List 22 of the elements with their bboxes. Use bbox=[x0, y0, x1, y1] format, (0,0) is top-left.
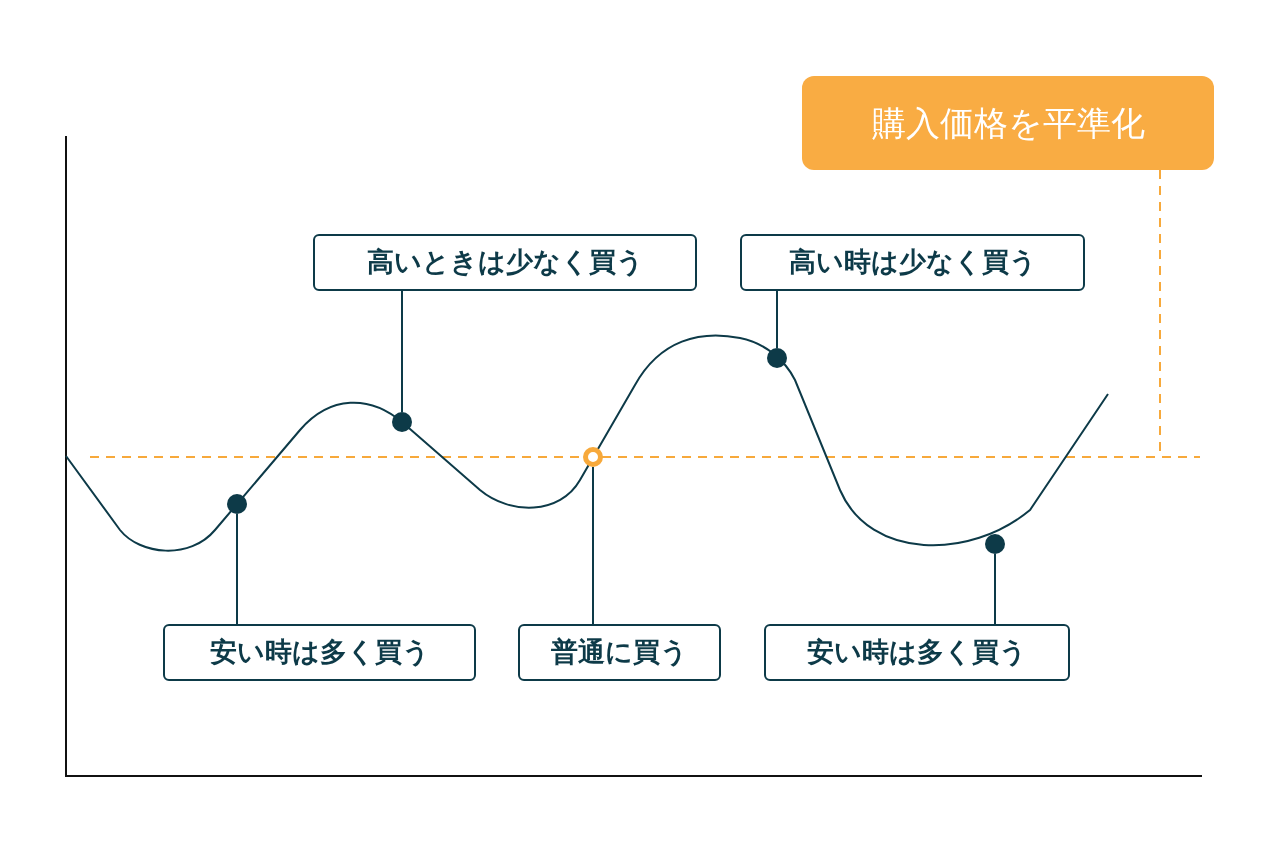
callout-text: 高いときは少なく買う bbox=[366, 245, 644, 280]
leader-line bbox=[776, 290, 778, 349]
point-marker bbox=[392, 412, 412, 432]
hollow-point-marker bbox=[583, 447, 603, 467]
callout-box bbox=[313, 234, 697, 291]
callout-box bbox=[740, 234, 1085, 291]
leader-line bbox=[236, 513, 238, 625]
leader-line bbox=[401, 290, 403, 413]
point-marker bbox=[767, 348, 787, 368]
callout-text: 普通に買う bbox=[551, 635, 688, 670]
title-box bbox=[802, 76, 1214, 170]
leader-line bbox=[592, 466, 594, 625]
callout-text: 安い時は多く買う bbox=[807, 635, 1027, 670]
title-text: 購入価格を平準化 bbox=[871, 101, 1145, 145]
callout-text: 高い時は少なく買う bbox=[788, 245, 1037, 280]
callout-box bbox=[163, 624, 476, 681]
leader-line bbox=[994, 553, 996, 625]
callout-box bbox=[764, 624, 1070, 681]
callout-box bbox=[518, 624, 721, 681]
point-marker bbox=[227, 494, 247, 514]
callout-text: 安い時は多く買う bbox=[209, 635, 430, 670]
point-marker bbox=[985, 534, 1005, 554]
